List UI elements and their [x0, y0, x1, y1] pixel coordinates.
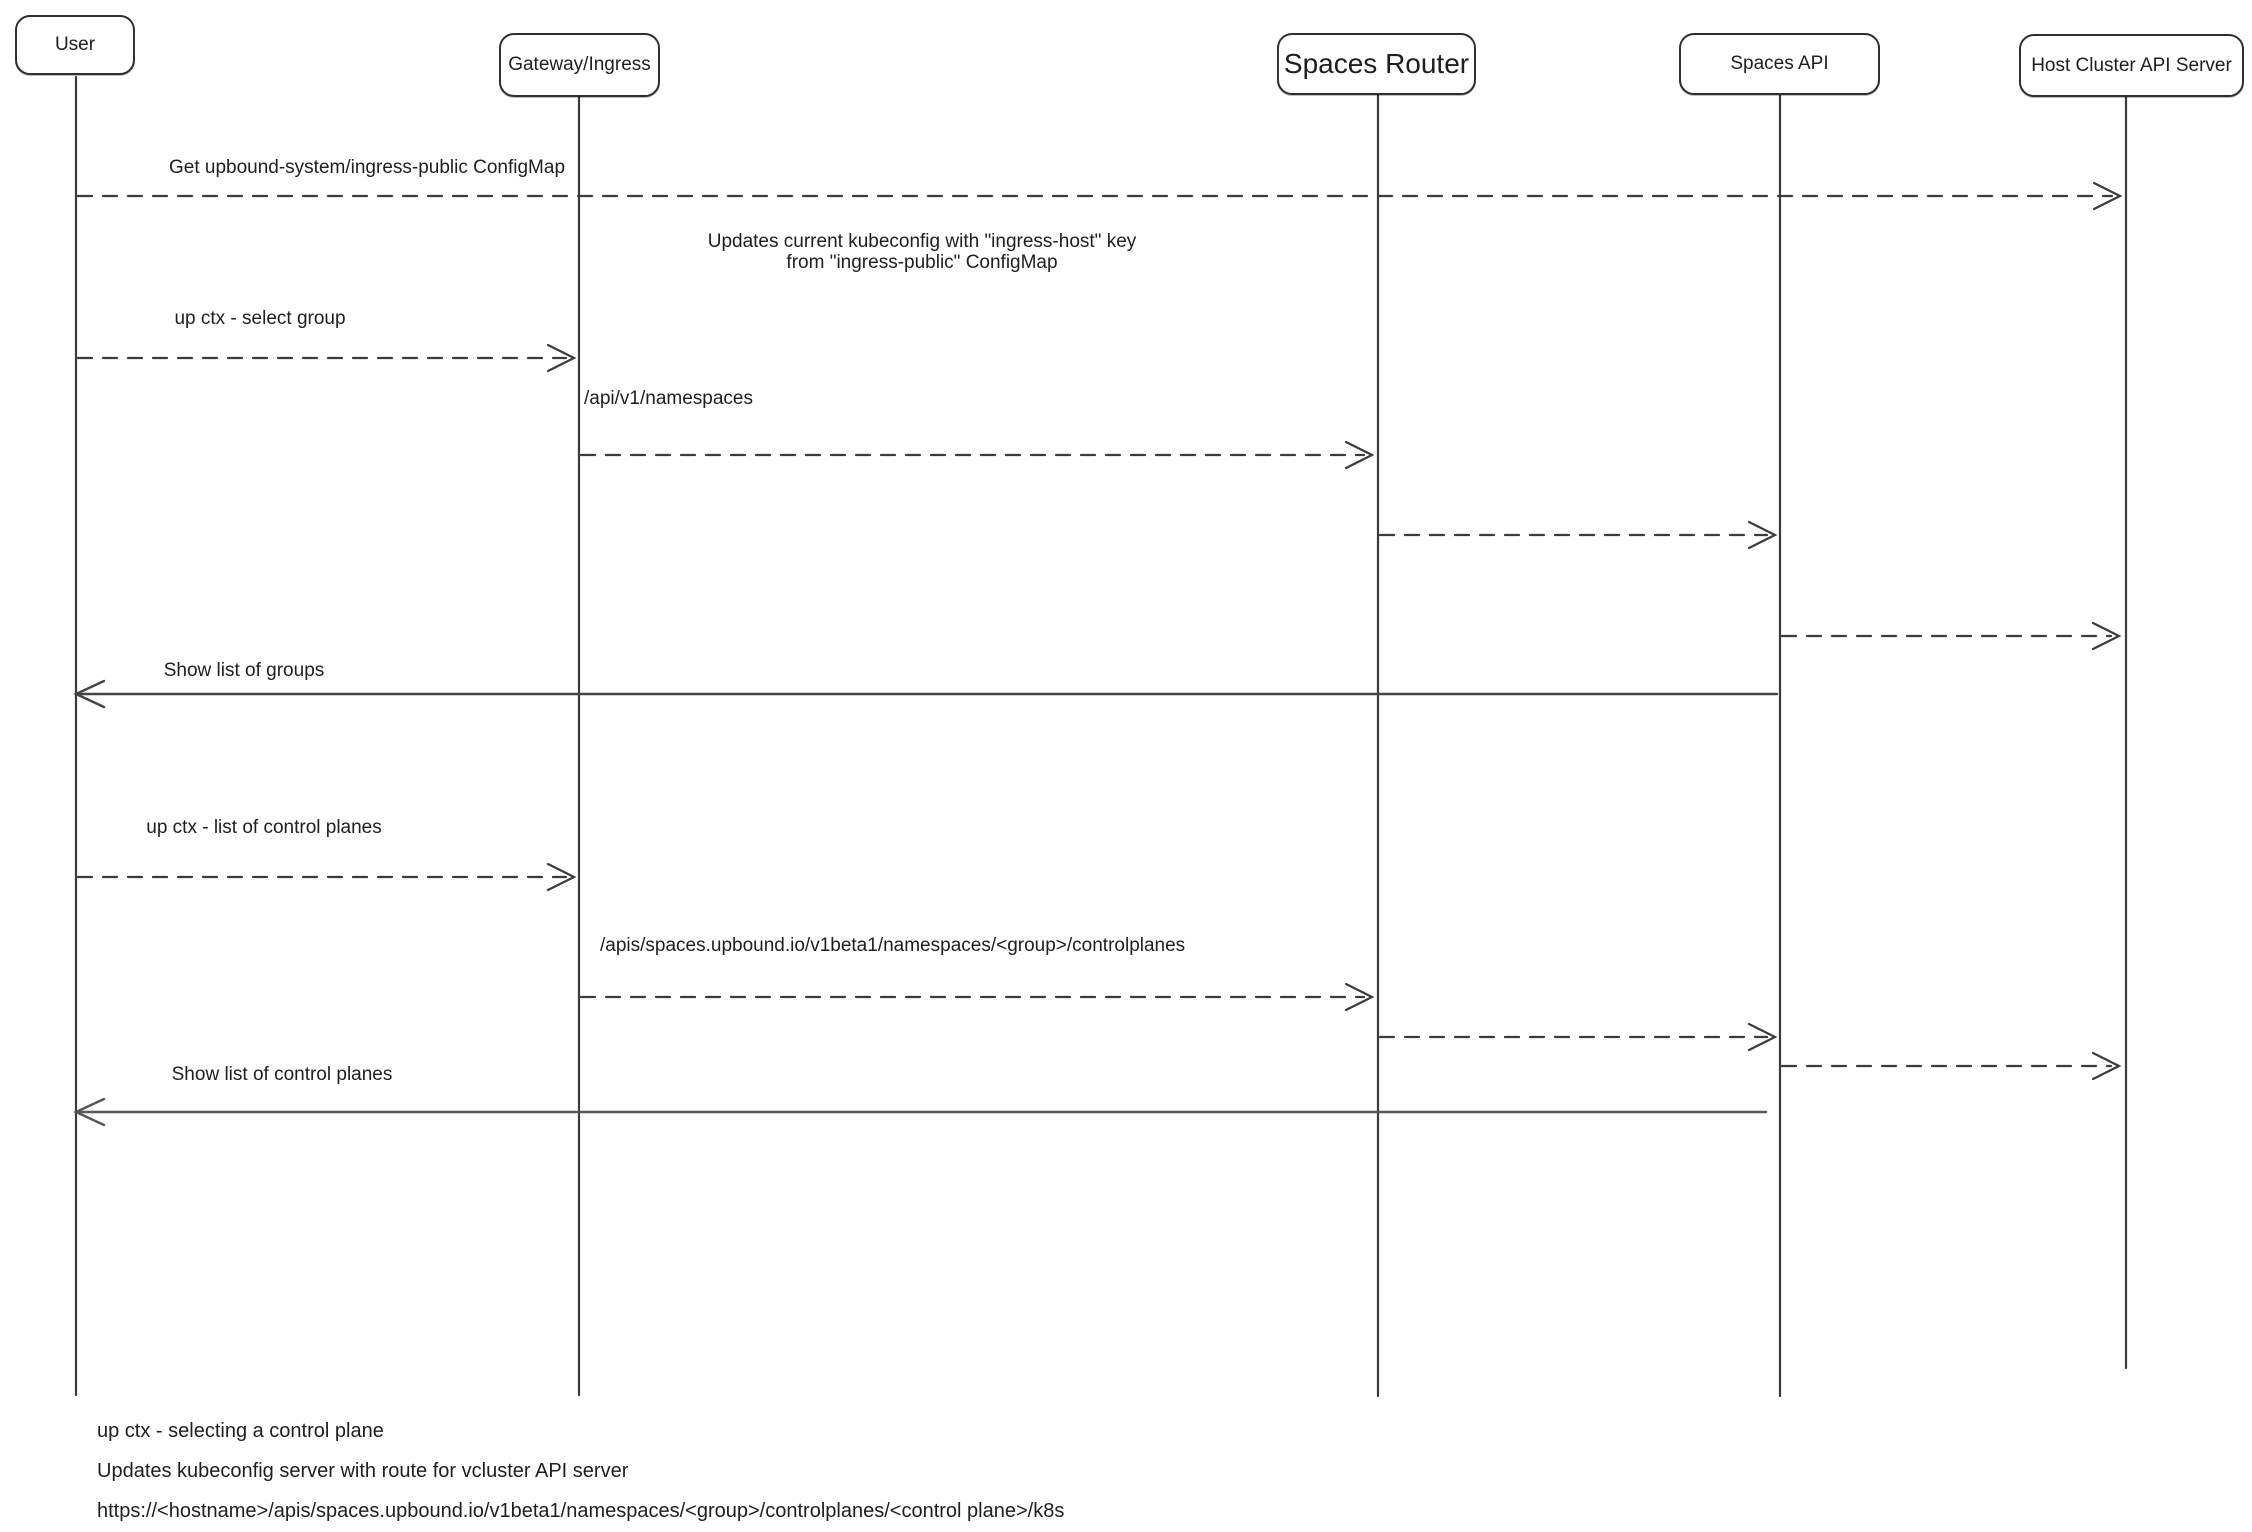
arrow-router-to-api-2	[1378, 1022, 1778, 1052]
label-show-groups: Show list of groups	[163, 660, 325, 681]
footnote-updates-kubeconfig: Updates kubeconfig server with route for…	[97, 1460, 629, 1482]
arrow-list-control-planes	[76, 862, 577, 892]
arrow-show-control-planes	[73, 1097, 1768, 1127]
actor-user: User	[15, 15, 135, 75]
label-list-control-planes: up ctx - list of control planes	[146, 817, 382, 838]
actor-host-cluster-api-server: Host Cluster API Server	[2019, 34, 2244, 97]
arrow-get-configmap	[76, 181, 2123, 211]
arrow-select-group	[76, 343, 577, 373]
actor-gateway-ingress: Gateway/Ingress	[499, 33, 660, 97]
actor-spaces-api: Spaces API	[1679, 33, 1880, 95]
arrow-show-groups	[73, 679, 1779, 709]
label-api-v1-namespaces: /api/v1/namespaces	[584, 388, 753, 409]
footnote-selecting-control-plane: up ctx - selecting a control plane	[97, 1420, 384, 1442]
actor-host-cluster-api-server-label: Host Cluster API Server	[2031, 54, 2232, 76]
note-kubeconfig-line2: from "ingress-public" ConfigMap	[786, 252, 1058, 273]
arrow-api-v1-namespaces	[579, 440, 1375, 470]
footnote-hostname-url: https://<hostname>/apis/spaces.upbound.i…	[97, 1500, 1065, 1522]
actor-spaces-api-label: Spaces API	[1730, 53, 1829, 74]
actor-gateway-ingress-label: Gateway/Ingress	[508, 54, 651, 75]
arrow-apis-spaces-controlplanes	[579, 982, 1375, 1012]
arrow-router-to-api	[1378, 520, 1778, 550]
arrow-api-to-host-2	[1780, 1051, 2122, 1081]
actor-spaces-router-label: Spaces Router	[1283, 48, 1470, 79]
label-get-configmap: Get upbound-system/ingress-public Config…	[168, 157, 566, 178]
label-apis-spaces-controlplanes: /apis/spaces.upbound.io/v1beta1/namespac…	[600, 935, 1186, 956]
note-kubeconfig-line1: Updates current kubeconfig with "ingress…	[707, 231, 1137, 252]
label-show-control-planes: Show list of control planes	[171, 1064, 393, 1085]
arrow-api-to-host	[1780, 621, 2122, 651]
actor-spaces-router: Spaces Router	[1277, 33, 1476, 95]
actor-user-label: User	[54, 34, 96, 55]
label-select-group: up ctx - select group	[174, 308, 346, 329]
note-kubeconfig-update: Updates current kubeconfig with "ingress…	[708, 231, 1137, 273]
